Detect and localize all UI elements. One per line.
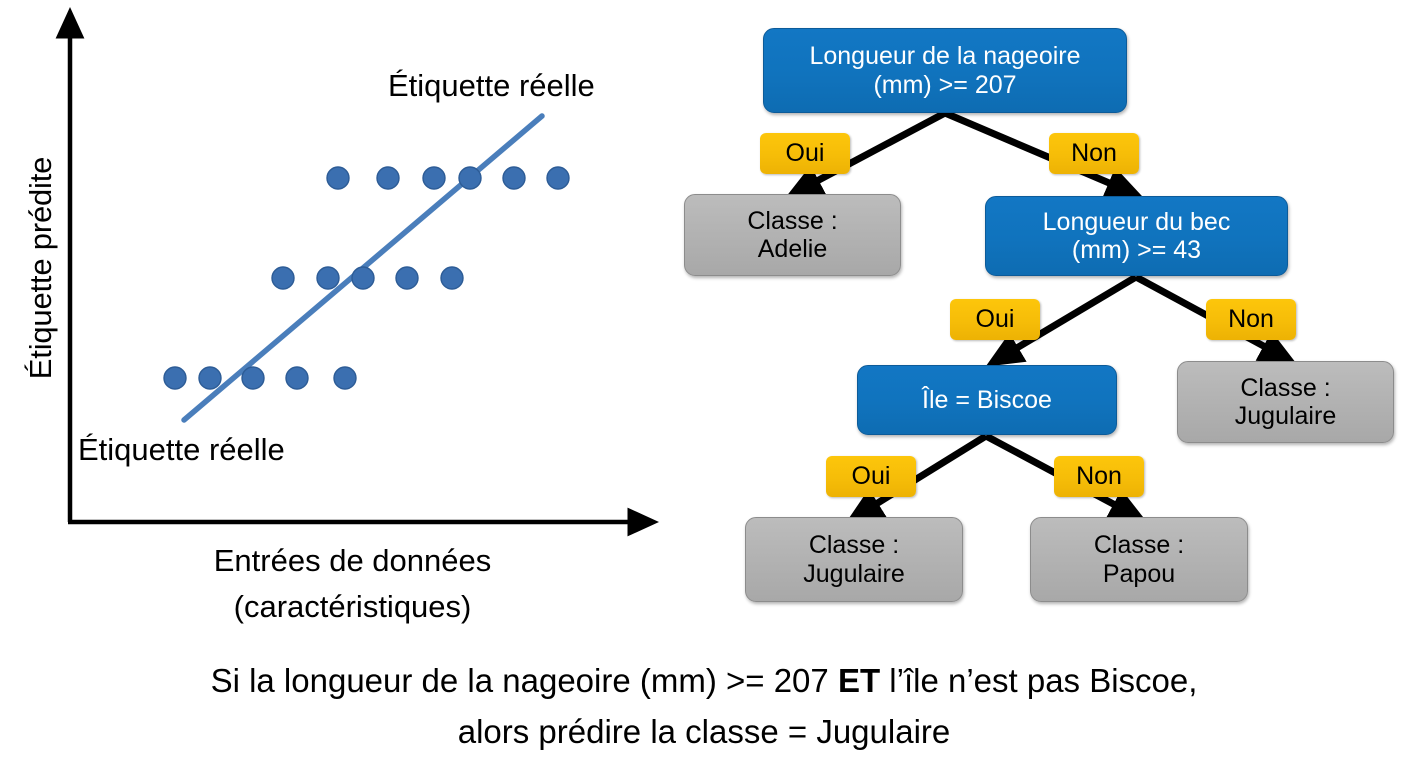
data-point — [422, 166, 446, 190]
badge-island-no: Non — [1054, 456, 1144, 497]
data-point — [440, 266, 464, 290]
scatter-plot-panel: Étiquette prédite Étiquette réelle Étiqu… — [0, 0, 680, 640]
data-point — [351, 266, 375, 290]
data-point — [395, 266, 419, 290]
x-axis-label-line1: Entrées de données — [213, 543, 492, 578]
x-axis-label-line2: (caractéristiques) — [233, 588, 472, 624]
scatter-plot-svg — [55, 7, 659, 537]
data-points — [163, 166, 570, 390]
node-class-jugulaire-right[interactable]: Classe : Jugulaire — [1177, 361, 1394, 443]
rule-caption-bold: ET — [837, 662, 881, 699]
badge-bill-yes: Oui — [950, 299, 1040, 340]
edge-root-yes — [785, 109, 947, 198]
node-bill-length[interactable]: Longueur du bec (mm) >= 43 — [985, 196, 1288, 276]
data-point — [326, 166, 350, 190]
rule-caption: Si la longueur de la nageoire (mm) >= 20… — [0, 655, 1408, 757]
data-point — [502, 166, 526, 190]
data-point — [316, 266, 340, 290]
rule-caption-part2: l’île n’est pas Biscoe, — [880, 662, 1198, 699]
rule-caption-line1: Si la longueur de la nageoire (mm) >= 20… — [0, 655, 1408, 706]
data-point — [198, 366, 222, 390]
x-axis-label: Entrées de données (caractéristiques) — [70, 538, 635, 629]
edge-root-no — [943, 109, 1144, 199]
rule-caption-part1: Si la longueur de la nageoire (mm) >= 20… — [210, 662, 838, 699]
data-point — [271, 266, 295, 290]
data-point — [546, 166, 570, 190]
data-point — [376, 166, 400, 190]
badge-bill-no: Non — [1206, 299, 1296, 340]
node-class-papou[interactable]: Classe : Papou — [1030, 517, 1248, 602]
edge-bill-yes — [985, 273, 1138, 367]
edge-island-yes — [845, 433, 988, 523]
node-class-adelie[interactable]: Classe : Adelie — [684, 194, 901, 276]
data-point — [333, 366, 357, 390]
true-label-annotation-top: Étiquette réelle — [388, 68, 595, 103]
node-flipper-length[interactable]: Longueur de la nageoire (mm) >= 207 — [763, 28, 1127, 113]
badge-island-yes: Oui — [826, 456, 916, 497]
decision-tree-connectors — [785, 109, 1297, 523]
true-label-annotation-bottom: Étiquette réelle — [78, 432, 285, 467]
data-point — [163, 366, 187, 390]
data-point — [241, 366, 265, 390]
rule-caption-line2: alors prédire la classe = Jugulaire — [457, 713, 951, 751]
data-point — [285, 366, 309, 390]
node-island-biscoe[interactable]: Île = Biscoe — [857, 365, 1117, 435]
node-class-jugulaire-bottom[interactable]: Classe : Jugulaire — [745, 517, 963, 602]
decision-tree-panel: Longueur de la nageoire (mm) >= 207 Clas… — [684, 28, 1394, 602]
data-point — [458, 166, 482, 190]
badge-root-no: Non — [1049, 133, 1139, 174]
badge-root-yes: Oui — [760, 133, 850, 174]
